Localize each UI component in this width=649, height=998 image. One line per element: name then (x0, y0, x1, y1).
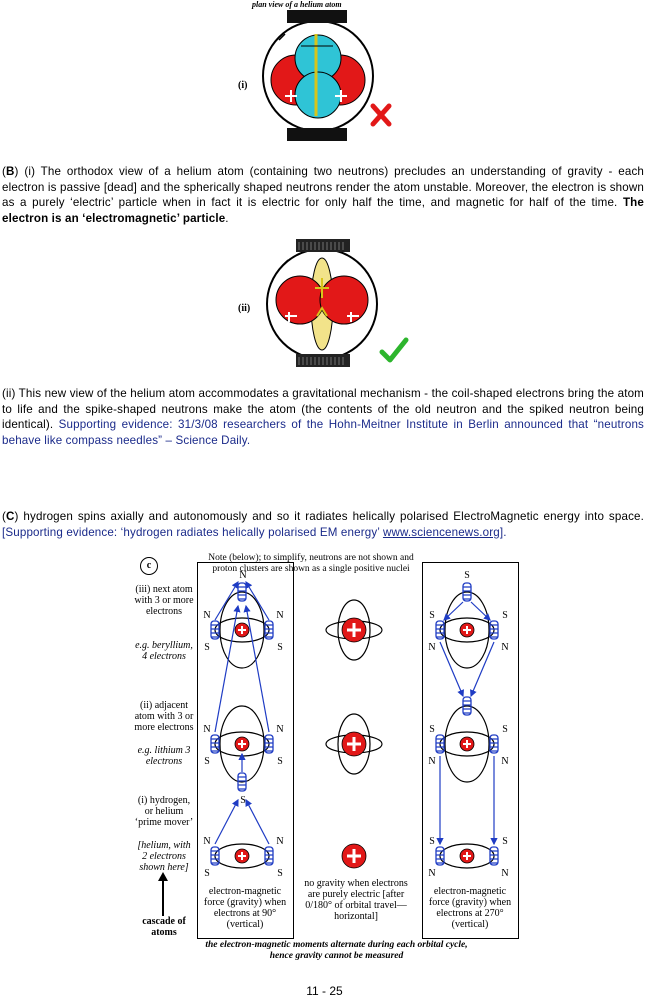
pole-s: S (204, 756, 210, 767)
pole-s: S (502, 836, 508, 847)
pole-n: N (276, 610, 284, 621)
column-3-caption: electron-magnetic force (gravity) when e… (428, 886, 512, 930)
panel-c-label: c (140, 557, 158, 575)
pole-n: N (203, 610, 211, 621)
label-ii-example: e.g. lithium 3 electrons (137, 745, 191, 767)
column-2-caption: no gravity when electrons are purely ele… (304, 878, 408, 922)
paragraph-ii-text: (ii) This new view of the helium atom ac… (2, 387, 644, 432)
fig1-label: (i) (238, 80, 248, 91)
paragraph-c-end: ]. (499, 525, 507, 539)
cascade-arrowhead-icon (158, 872, 168, 881)
pole-n: N (276, 836, 284, 847)
pole-n: N (203, 724, 211, 735)
pole-s: S (277, 642, 283, 653)
cascade-label: cascade of atoms (142, 916, 186, 938)
label-i-example: [helium, with 2 electrons shown here] (137, 840, 191, 873)
label-ii: (ii) adjacent atom with 3 or more electr… (134, 700, 194, 733)
figure-c: c Note (below); to simplify, neutrons ar… (132, 550, 527, 965)
pole-n: N (501, 756, 509, 767)
pole-n: N (501, 868, 509, 879)
pole-s: S (502, 724, 508, 735)
helium-new-view-diagram (266, 239, 409, 367)
pole-n: N (428, 868, 436, 879)
label-i: (i) hydrogen, or helium ‘prime mover’ (134, 795, 194, 828)
pole-n: N (428, 756, 436, 767)
pole-n: N (239, 570, 247, 581)
pole-s: S (204, 642, 210, 653)
pole-n: N (276, 724, 284, 735)
column-1-frame (197, 562, 294, 939)
paragraph-b: (B) (i) The orthodox view of a helium at… (2, 165, 644, 225)
paragraph-ii: (ii) This new view of the helium atom ac… (2, 386, 644, 448)
column-1-caption: electron-magnetic force (gravity) when e… (203, 886, 287, 930)
pole-s: S (277, 868, 283, 879)
pole-n: N (501, 642, 509, 653)
pole-s: S (502, 610, 508, 621)
pole-n: N (428, 642, 436, 653)
fig2-label: (ii) (238, 303, 251, 314)
pole-s: S (429, 610, 435, 621)
pole-s: S (204, 868, 210, 879)
paragraph-c-marker: C (6, 510, 15, 523)
sciencenews-link[interactable]: www.sciencenews.org (382, 525, 500, 539)
cascade-arrow-icon (162, 880, 164, 916)
paragraph-c: (C) hydrogen spins axially and autonomou… (2, 510, 644, 539)
fig1-caption: plan view of a helium atom (252, 0, 342, 9)
pole-s: S (240, 795, 246, 806)
pole-s: S (429, 724, 435, 735)
pole-s: S (429, 836, 435, 847)
label-iii-example: e.g. beryllium, 4 electrons (135, 640, 193, 662)
paragraph-b-marker: B (6, 165, 15, 178)
helium-orthodox-diagram (262, 10, 392, 141)
figure-c-bottom-note: the electron-magnetic moments alternate … (205, 940, 468, 961)
paragraph-c-evidence: [Supporting evidence: ‘hydrogen radiates… (2, 525, 383, 539)
paragraph-b-emphasis: The electron is an ‘electromagnetic’ par… (2, 196, 644, 225)
page-number: 11 - 25 (306, 984, 343, 998)
pole-n: N (203, 836, 211, 847)
pole-s: S (464, 570, 470, 581)
paragraph-ii-evidence: Supporting evidence: 31/3/08 researchers… (2, 418, 644, 447)
paragraph-b-text: (i) The orthodox view of a helium atom (… (2, 165, 644, 210)
label-iii: (iii) next atom with 3 or more electrons (134, 584, 194, 617)
figure-c-note: Note (below); to simplify, neutrons are … (208, 553, 414, 574)
pole-s: S (277, 756, 283, 767)
paragraph-c-text: hydrogen spins axially and autonomously … (18, 510, 644, 523)
paragraph-b-end: . (225, 211, 229, 225)
column-3-frame (422, 562, 519, 939)
gravity-cascade-diagram (210, 580, 499, 870)
